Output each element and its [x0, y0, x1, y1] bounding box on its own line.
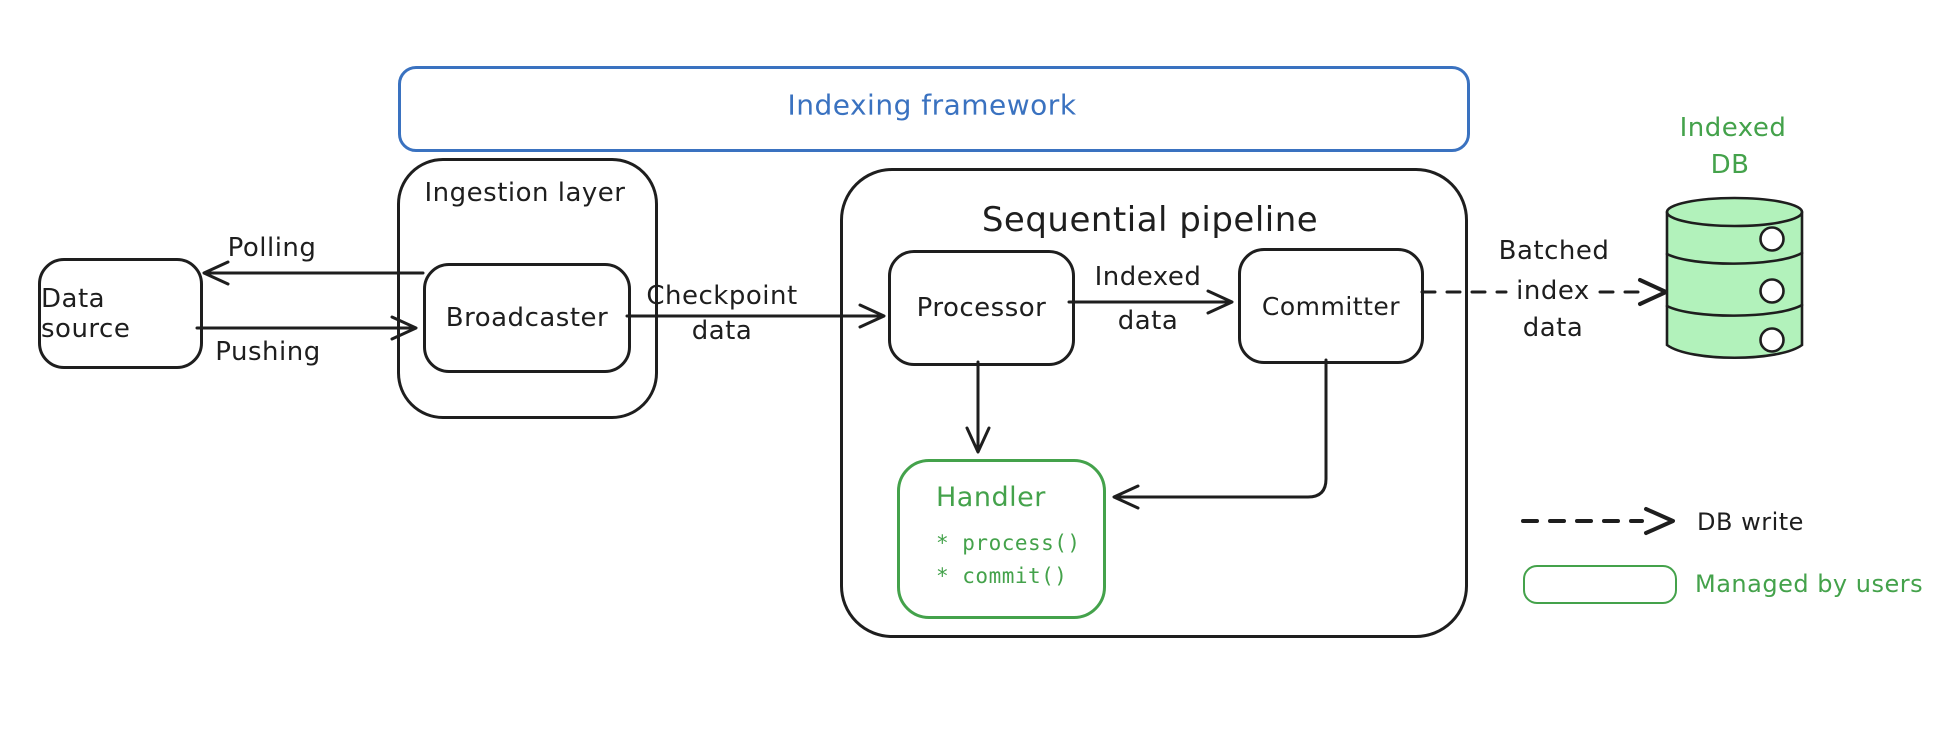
data-source-box: Data source — [38, 258, 203, 369]
handler-method-process: * process() — [936, 531, 1081, 555]
indexed-data-label-line2: data — [1117, 306, 1179, 336]
processor-box: Processor — [888, 250, 1075, 366]
committer-box: Committer — [1238, 248, 1424, 364]
polling-arrow-label: Polling — [227, 233, 317, 263]
legend-managed-label: Managed by users — [1695, 570, 1924, 598]
ingestion-layer-title: Ingestion layer — [424, 178, 626, 208]
handler-method-commit: * commit() — [936, 564, 1068, 588]
indexed-data-label-line1: Indexed — [1094, 262, 1202, 292]
indexing-framework-title: Indexing framework — [787, 88, 1077, 122]
db-write-arrowhead-icon — [1638, 278, 1668, 306]
indexing-framework-frame — [398, 66, 1470, 152]
processor-label: Processor — [916, 293, 1047, 323]
legend-managed-box — [1523, 565, 1677, 604]
indexed-db-title-line2: DB — [1710, 150, 1750, 180]
checkpoint-data-label-line1: Checkpoint — [646, 281, 798, 311]
batched-index-label-line3: data — [1522, 313, 1584, 343]
pushing-arrow-label: Pushing — [215, 337, 321, 367]
data-source-label: Data source — [41, 283, 131, 344]
sequential-pipeline-container — [840, 168, 1468, 638]
indexed-db-title-line1: Indexed — [1679, 113, 1787, 143]
broadcaster-box: Broadcaster — [423, 263, 631, 373]
checkpoint-data-label-line2: data — [691, 316, 753, 346]
polling-arrowhead-icon — [202, 260, 230, 286]
broadcaster-label: Broadcaster — [445, 303, 609, 333]
ingestion-layer-container — [397, 158, 658, 419]
batched-index-label-line1: Batched — [1498, 236, 1610, 266]
database-cylinder-icon — [1665, 196, 1804, 359]
legend-db-write-label: DB write — [1697, 508, 1804, 536]
sequential-pipeline-title: Sequential pipeline — [981, 200, 1319, 240]
legend-arrowhead-icon — [1644, 507, 1675, 535]
handler-title: Handler — [936, 482, 1046, 513]
committer-label: Committer — [1261, 291, 1401, 321]
handler-box: Handler * process() * commit() — [897, 459, 1106, 619]
batched-index-label-line2: index — [1516, 276, 1590, 306]
